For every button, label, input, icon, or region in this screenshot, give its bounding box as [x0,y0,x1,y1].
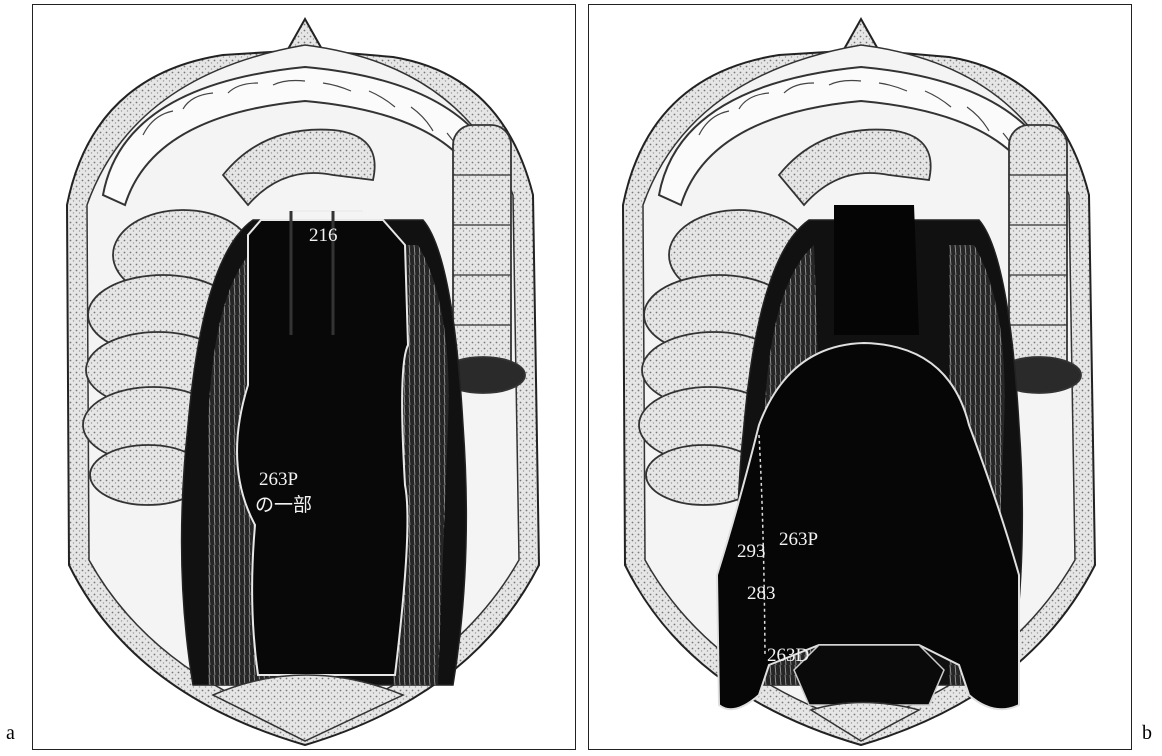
mesh-263d [794,645,944,705]
label-263p-partial: の一部 [255,494,312,516]
label-263d: 263D [767,645,809,666]
label-263p: 263P [259,469,298,490]
mesh-263p-partial [237,220,408,675]
label-293: 293 [737,541,766,562]
panel-letter-a: a [6,722,15,745]
figure-panel-b: 293 263P 283 263D [588,4,1132,750]
anatomy-illustration-b: 293 263P 283 263D [589,5,1132,750]
label-216: 216 [309,225,338,246]
panel-letter-b: b [1142,722,1152,745]
anatomy-illustration-a: 216 263P の一部 [33,5,576,750]
figure-panel-a: 216 263P の一部 [32,4,576,750]
label-263p: 263P [779,529,818,550]
label-283: 283 [747,583,776,604]
